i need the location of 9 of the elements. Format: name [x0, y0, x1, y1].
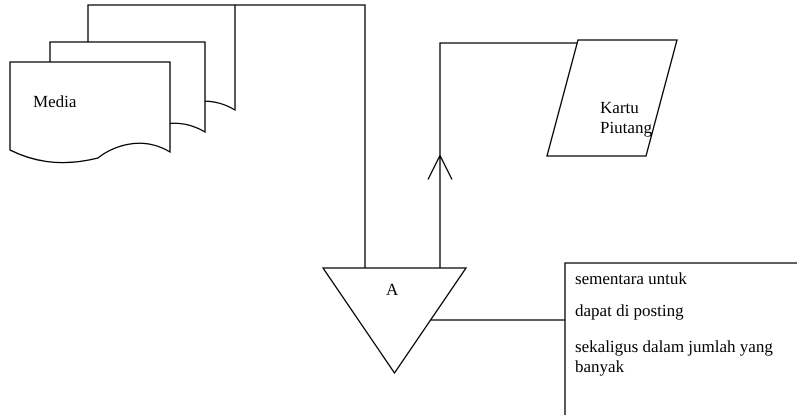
annotation-text: sekaligus dalam jumlah yang banyak: [575, 337, 774, 376]
connector-line: [430, 319, 565, 321]
node-label: A: [386, 280, 400, 300]
annotation-text: dapat di posting: [575, 301, 685, 321]
node-label: Kartu Piutang: [600, 98, 653, 138]
annotation-text: sementara untuk: [575, 269, 688, 289]
node-label: Media: [33, 92, 78, 112]
connector-line: [235, 4, 366, 268]
flow-arrow: [427, 42, 578, 269]
